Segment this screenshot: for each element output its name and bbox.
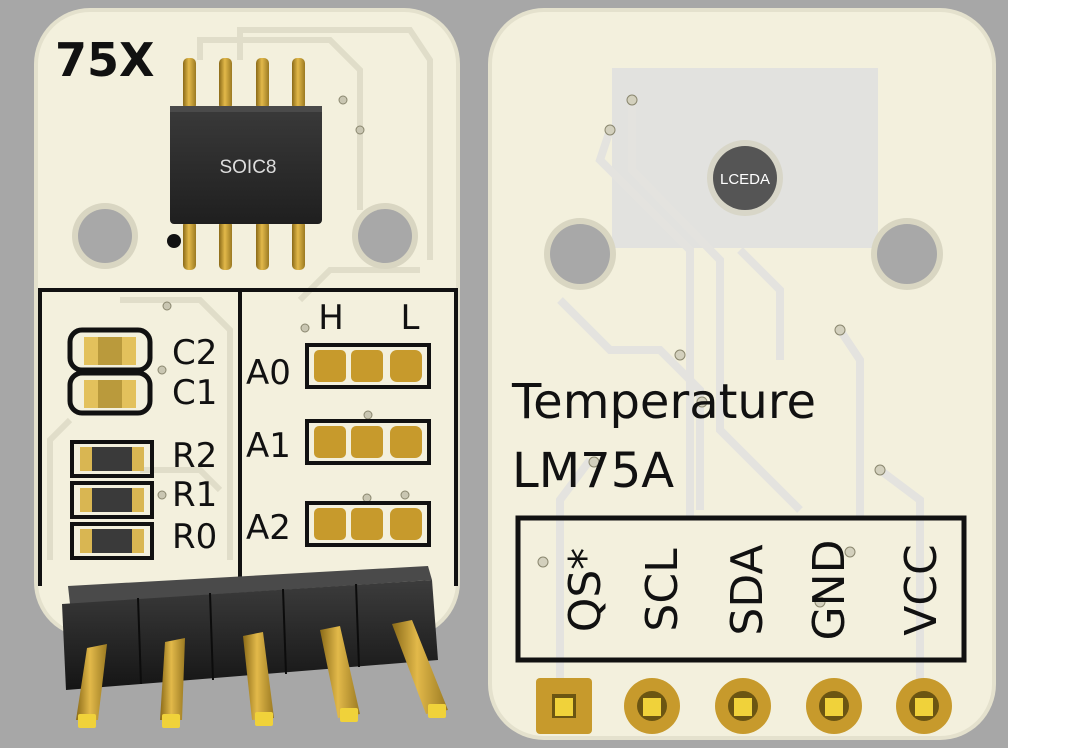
pin-label-scl: SCL [637, 548, 688, 632]
jumper-label-a0: A0 [246, 353, 291, 393]
front-mounting-hole-right [352, 203, 418, 269]
res-label-r1: R1 [172, 475, 217, 515]
pin-label-gnd: GND [804, 540, 855, 641]
board-title: 75X [55, 33, 154, 87]
pin-label-qs: QS* [560, 548, 611, 633]
jumper-label-a1: A1 [246, 426, 291, 466]
solder-pad-4 [806, 678, 862, 734]
back-mounting-hole-right [871, 218, 943, 290]
res-label-r0: R0 [172, 517, 217, 557]
jumper-label-a2: A2 [246, 508, 291, 548]
pin-header [62, 566, 448, 728]
front-board: SOIC8 75X C2 C1 [34, 8, 460, 728]
pin-label-sda: SDA [722, 544, 773, 635]
chip-pins [183, 58, 305, 270]
front-mounting-hole-left [72, 203, 138, 269]
front-vias [157, 95, 410, 503]
pin-label-vcc: VCC [896, 544, 947, 636]
chip-label: SOIC8 [219, 157, 276, 178]
capacitor-c2 [67, 327, 153, 373]
jumper-a0 [305, 343, 431, 389]
jumper-a1 [305, 419, 431, 465]
front-traces [47, 27, 433, 560]
pin1-marker [167, 234, 181, 248]
lceda-logo: LCEDA [707, 140, 783, 216]
resistor-r0 [70, 522, 154, 560]
cap-label-c1: C1 [172, 373, 217, 413]
solder-pad-3 [715, 678, 771, 734]
res-label-r2: R2 [172, 436, 217, 476]
soic8-chip: SOIC8 [170, 106, 322, 224]
back-board: LCEDA Temperature LM75A QS* SCL SDA GND … [488, 8, 996, 740]
jumper-header-h: H [318, 298, 344, 338]
back-title-line2: LM75A [512, 443, 674, 499]
back-mounting-hole-left [544, 218, 616, 290]
back-vias [537, 94, 886, 608]
cap-label-c2: C2 [172, 333, 217, 373]
front-silk-frame [38, 288, 458, 586]
solder-pad-5 [896, 678, 952, 734]
capacitor-c1 [67, 370, 153, 416]
back-traces [556, 100, 924, 690]
pin-label-box [515, 515, 967, 663]
resistor-r2 [70, 440, 154, 478]
jumper-header-l: L [401, 298, 420, 338]
svg-text:LCEDA: LCEDA [720, 171, 770, 188]
solder-pad-1 [536, 678, 592, 734]
back-title-line1: Temperature [511, 374, 816, 430]
jumper-a2 [305, 501, 431, 547]
solder-pad-2 [624, 678, 680, 734]
resistor-r1 [70, 481, 154, 519]
